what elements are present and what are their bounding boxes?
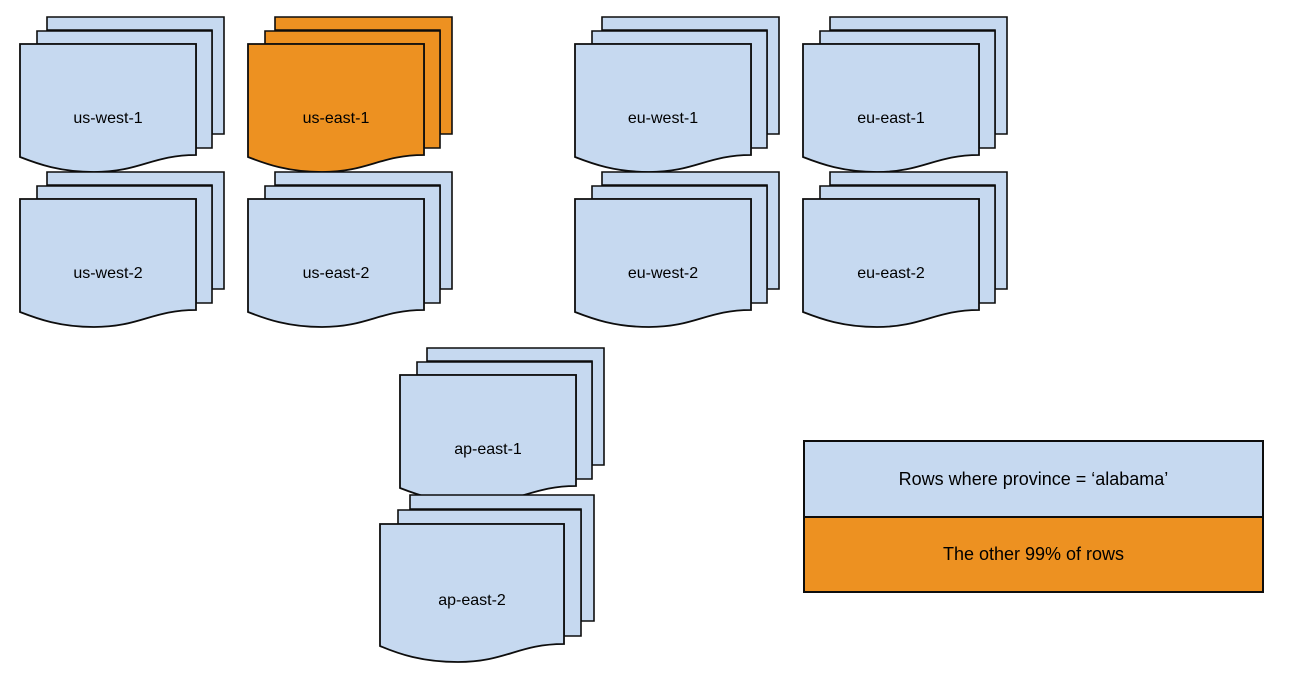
legend-item-blue: Rows where province = ‘alabama’: [805, 442, 1262, 518]
legend: Rows where province = ‘alabama’ The othe…: [803, 440, 1264, 593]
stack-eu-east-1[interactable]: eu-east-1: [802, 16, 1013, 177]
legend-label-orange: The other 99% of rows: [942, 544, 1125, 564]
stack-us-east-2[interactable]: us-east-2: [247, 171, 458, 332]
multi-document-shape: [802, 16, 1008, 173]
stack-eu-west-1[interactable]: eu-west-1: [574, 16, 785, 177]
stack-eu-west-2[interactable]: eu-west-2: [574, 171, 785, 332]
multi-document-shape: [399, 347, 605, 504]
multi-document-shape: [802, 171, 1008, 328]
stack-ap-east-1[interactable]: ap-east-1: [399, 347, 610, 508]
multi-document-shape: [379, 494, 595, 663]
multi-document-shape: [19, 16, 225, 173]
legend-item-orange: The other 99% of rows: [805, 518, 1262, 591]
stack-us-west-2[interactable]: us-west-2: [19, 171, 230, 332]
multi-document-shape: [574, 16, 780, 173]
multi-document-shape: [247, 171, 453, 328]
multi-document-shape: [574, 171, 780, 328]
stack-us-west-1[interactable]: us-west-1: [19, 16, 230, 177]
stack-ap-east-2[interactable]: ap-east-2: [379, 494, 600, 667]
stack-us-east-1[interactable]: us-east-1: [247, 16, 458, 177]
stack-eu-east-2[interactable]: eu-east-2: [802, 171, 1013, 332]
multi-document-shape: [247, 16, 453, 173]
multi-document-shape: [19, 171, 225, 328]
legend-label-blue: Rows where province = ‘alabama’: [898, 468, 1169, 489]
